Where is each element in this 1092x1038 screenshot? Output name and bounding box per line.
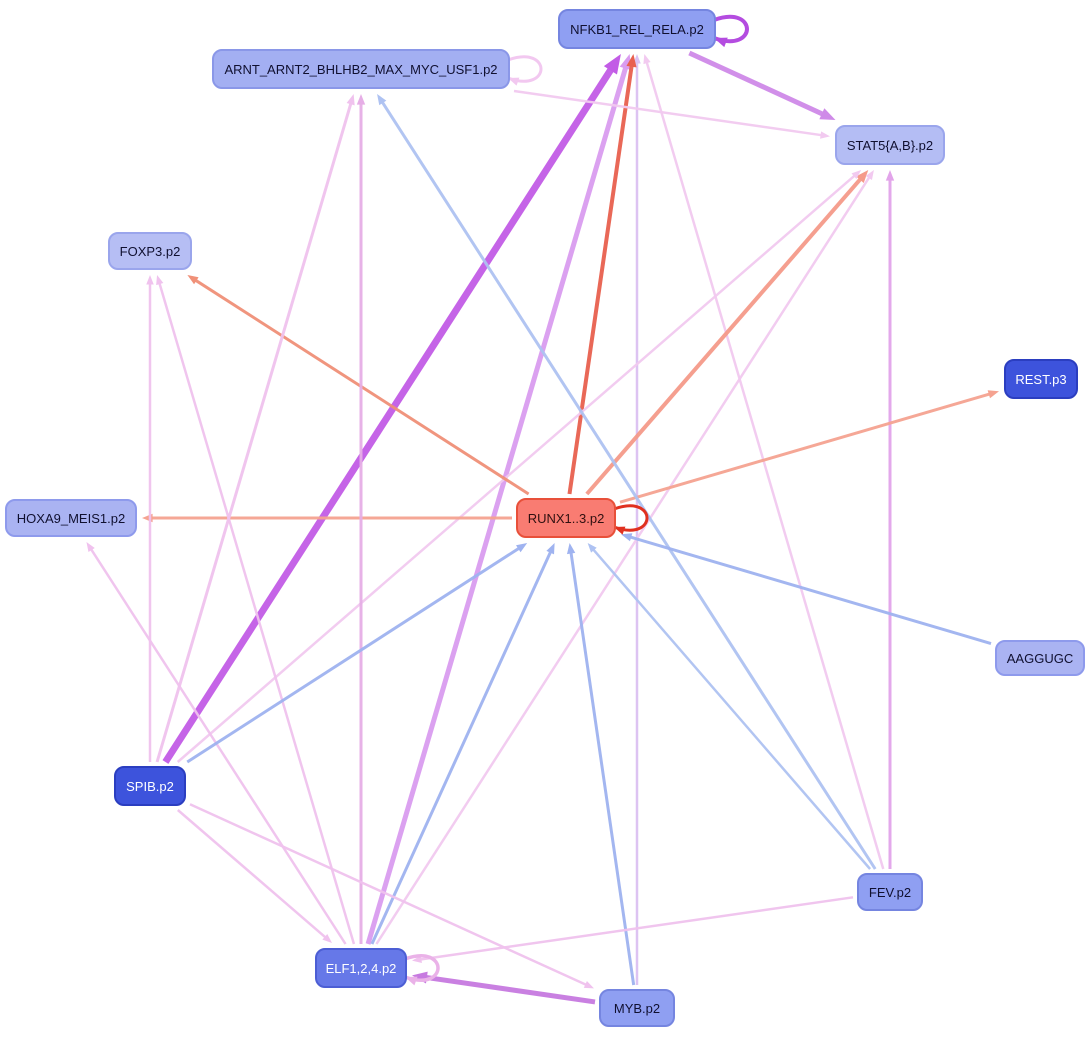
graph-edge-runx-nfkb — [567, 61, 635, 495]
edge-arrowhead — [346, 94, 355, 106]
edge-arrowhead — [614, 526, 626, 535]
graph-node-arnt[interactable]: ARNT_ARNT2_BHLHB2_MAX_MYC_USF1.p2 — [212, 49, 510, 89]
self-loop-edge-arnt — [507, 55, 543, 83]
graph-node-spib[interactable]: SPIB.p2 — [114, 766, 186, 806]
edge-arrowhead — [583, 981, 594, 989]
graph-node-foxp3[interactable]: FOXP3.p2 — [108, 232, 192, 270]
graph-edge-fev-nfkb — [644, 59, 885, 870]
graph-edge-elf-nfkb — [365, 61, 630, 945]
edge-arrowhead — [865, 170, 874, 181]
edge-arrowhead — [851, 170, 862, 180]
self-loop-edge-runx — [613, 504, 649, 532]
graph-edge-spib-stat5 — [176, 172, 858, 763]
edge-arrowhead — [856, 170, 869, 184]
edge-arrowhead — [187, 275, 199, 285]
edge-arrowhead — [405, 976, 418, 986]
edge-arrowhead — [146, 275, 154, 285]
graph-node-hoxa9[interactable]: HOXA9_MEIS1.p2 — [5, 499, 137, 537]
edge-arrowhead — [603, 54, 621, 75]
graph-edge-runx-rest — [619, 391, 994, 504]
graph-node-runx[interactable]: RUNX1..3.p2 — [516, 498, 616, 538]
graph-node-elf[interactable]: ELF1,2,4.p2 — [315, 948, 407, 988]
graph-edge-spib-runx — [186, 545, 523, 764]
graph-node-nfkb[interactable]: NFKB1_REL_RELA.p2 — [558, 9, 716, 49]
edge-arrowhead — [516, 543, 528, 553]
edge-arrowhead — [377, 94, 387, 106]
graph-node-stat5[interactable]: STAT5{A,B}.p2 — [835, 125, 945, 165]
edge-arrowhead — [643, 54, 651, 65]
self-loop-edge-elf — [404, 954, 440, 982]
edge-arrowhead — [987, 390, 999, 399]
edge-arrowhead — [633, 54, 641, 64]
graph-edge-fev-elf — [417, 896, 854, 962]
graph-edge-elf-hoxa9 — [88, 546, 347, 945]
graph-edge-spib-arnt — [155, 99, 354, 763]
graph-edge-elf-runx — [370, 548, 554, 945]
graph-node-fev[interactable]: FEV.p2 — [857, 873, 923, 911]
graph-edge-spib-nfkb — [162, 61, 618, 764]
edge-arrowhead — [820, 131, 830, 139]
edge-arrowhead — [587, 543, 597, 553]
edge-arrowhead — [885, 170, 895, 181]
edge-arrowhead — [626, 54, 637, 68]
edge-arrowhead — [356, 94, 366, 105]
graph-edge-fev-arnt — [379, 98, 877, 870]
edge-arrowhead — [566, 543, 576, 555]
graph-edge-spib-elf — [177, 809, 329, 941]
graph-edge-myb-elf — [420, 974, 596, 1005]
graph-edge-nfkb-stat5 — [688, 50, 829, 119]
graph-edge-elf-foxp3 — [157, 280, 356, 945]
edge-arrowhead — [546, 543, 555, 555]
graph-edge-myb-runx — [569, 549, 636, 986]
edge-arrowhead — [621, 533, 633, 542]
graph-node-aagg[interactable]: AAGGUGC — [995, 640, 1085, 676]
graph-edge-aagg-runx — [626, 534, 992, 645]
graph-node-myb[interactable]: MYB.p2 — [599, 989, 675, 1027]
self-loop-edge-nfkb — [713, 14, 749, 44]
graph-edge-elf-stat5 — [375, 174, 872, 945]
edge-arrowhead — [86, 542, 95, 553]
edge-arrowhead — [156, 275, 164, 286]
graph-edge-arnt-stat5 — [513, 89, 825, 137]
edge-arrowhead — [508, 77, 520, 86]
edge-arrowhead — [819, 108, 836, 120]
edge-arrowhead — [322, 933, 333, 943]
graph-node-rest[interactable]: REST.p3 — [1004, 359, 1078, 399]
graph-edge-spib-myb — [189, 803, 590, 988]
edge-arrowhead — [714, 37, 728, 48]
graph-edge-fev-runx — [590, 546, 872, 870]
graph-edge-runx-stat5 — [585, 174, 865, 496]
